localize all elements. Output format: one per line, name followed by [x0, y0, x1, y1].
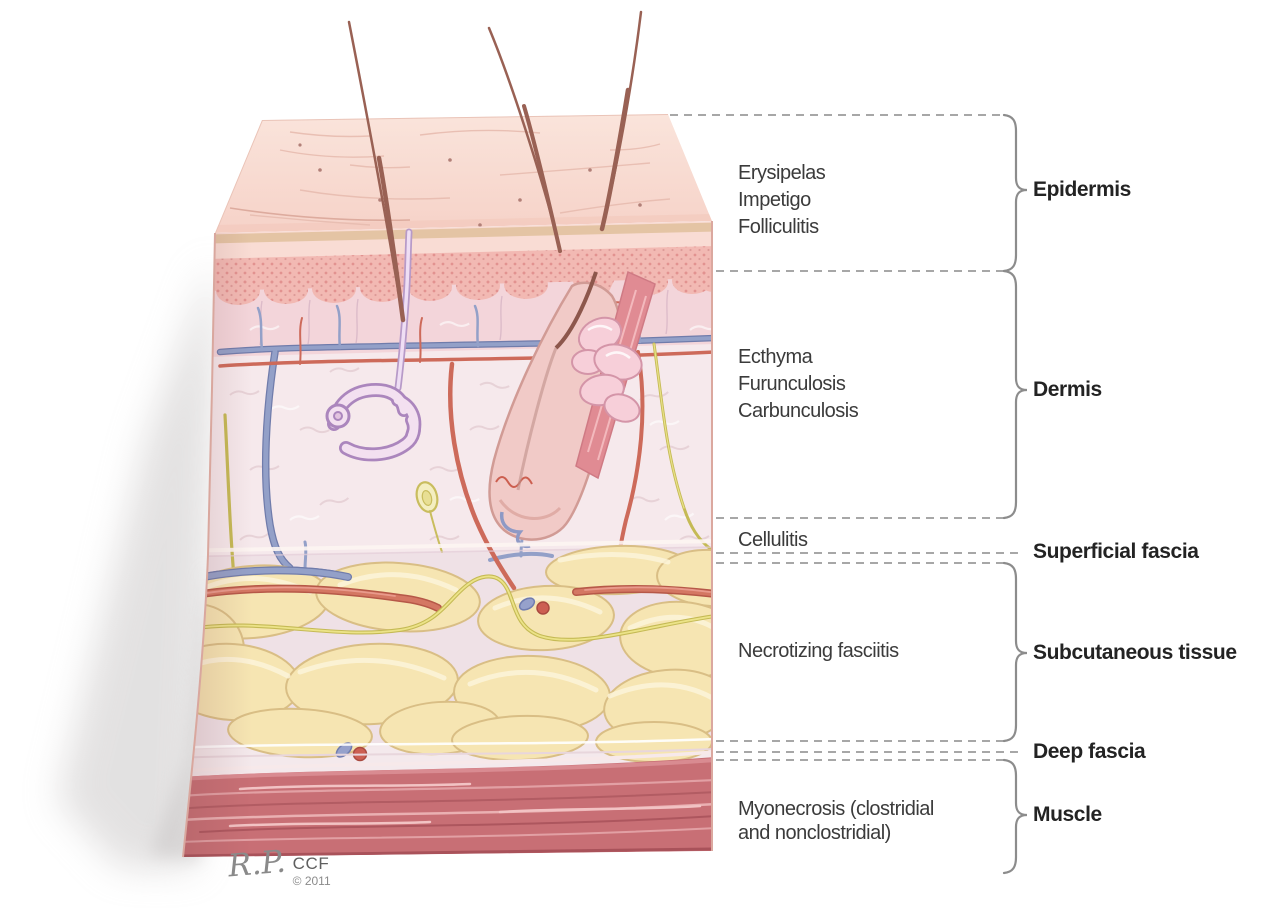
condition-label: Erysipelas — [738, 162, 826, 184]
copyright-notice: © 2011 — [292, 873, 331, 888]
brace-subcutaneous — [1002, 561, 1028, 743]
artist-initials: R.P. — [226, 843, 288, 885]
layer-label-muscle: Muscle — [1033, 803, 1102, 826]
layer-label-subcutaneous: Subcutaneous tissue — [1033, 641, 1237, 664]
layer-label-deep-fascia: Deep fascia — [1033, 740, 1146, 763]
sebaceous-gland — [571, 316, 643, 423]
condition-group-dermis: Ecthyma Furunculosis Carbunculosis — [738, 344, 859, 425]
condition-label: Ecthyma — [738, 346, 813, 368]
pacinian-corpuscle — [415, 481, 443, 553]
condition-group-subcutaneous: Necrotizing fasciitis — [738, 638, 899, 665]
stratum-corneum-rim — [183, 222, 712, 245]
organization-mark: CCF — [292, 854, 330, 873]
condition-label: Folliculitis — [738, 216, 819, 238]
condition-label: Cellulitis — [738, 529, 808, 551]
hairs — [347, 10, 643, 323]
brace-dermis — [1002, 269, 1028, 520]
braces — [1002, 113, 1028, 875]
brace-epidermis — [1002, 113, 1028, 273]
condition-label: Furunculosis — [738, 373, 846, 395]
condition-group-epidermis: Erysipelas Impetigo Folliculitis — [738, 160, 826, 241]
follicle-capillary — [495, 476, 533, 488]
condition-group-superficial-fascia: Cellulitis — [738, 527, 808, 554]
condition-label: Necrotizing fasciitis — [738, 640, 899, 662]
condition-group-muscle: Myonecrosis (clostridial and nonclostrid… — [738, 797, 934, 845]
layer-label-dermis: Dermis — [1033, 378, 1102, 401]
hair-follicle — [488, 270, 656, 549]
artist-signature: R.P. CCF © 2011 — [226, 843, 331, 888]
condition-label: Myonecrosis (clostridial — [738, 798, 934, 820]
condition-label: Carbunculosis — [738, 400, 859, 422]
skin-pores — [298, 143, 642, 227]
sweat-gland — [325, 228, 422, 462]
skin-front-face — [183, 221, 712, 857]
leader-lines — [670, 114, 1018, 761]
skin-block — [182, 10, 713, 858]
subcutaneous-nerve — [183, 574, 712, 642]
condition-label: and nonclostridial) — [738, 822, 891, 844]
condition-label: Impetigo — [738, 189, 811, 211]
layer-label-superficial-fascia: Superficial fascia — [1033, 540, 1199, 563]
brace-muscle — [1002, 758, 1028, 875]
hair-in-follicle — [554, 271, 598, 350]
layer-label-epidermis: Epidermis — [1033, 178, 1131, 201]
